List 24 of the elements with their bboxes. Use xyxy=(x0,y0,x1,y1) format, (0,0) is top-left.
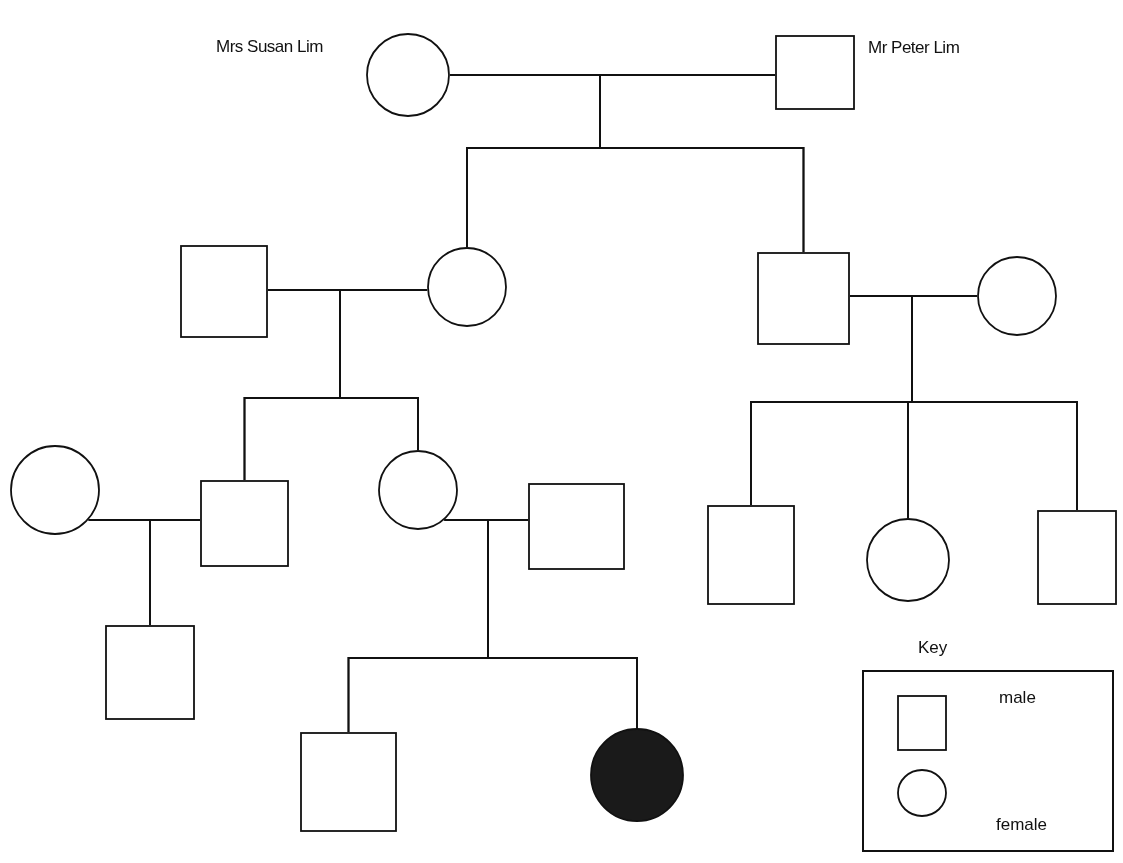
pedigree-line xyxy=(487,519,638,729)
female-symbol xyxy=(427,247,507,327)
female-symbol xyxy=(10,445,100,535)
male-symbol xyxy=(105,625,195,720)
male-symbol xyxy=(300,732,397,832)
person-name: Mr Peter Lim xyxy=(868,38,960,58)
affected-female-symbol xyxy=(590,728,684,822)
pedigree-line xyxy=(599,74,805,253)
legend-label: female xyxy=(996,815,1048,835)
male-symbol xyxy=(528,483,625,570)
legend-label: male xyxy=(999,688,1036,708)
male-symbol xyxy=(180,245,268,338)
male-symbol xyxy=(200,480,289,567)
female-symbol xyxy=(977,256,1057,336)
person-name: Mrs Susan Lim xyxy=(216,37,323,57)
pedigree-line xyxy=(149,519,201,626)
male-symbol xyxy=(1037,510,1117,605)
legend-title: Key xyxy=(918,638,948,658)
female-symbol xyxy=(866,518,950,602)
male-symbol xyxy=(757,252,850,345)
female-symbol xyxy=(378,450,458,530)
pedigree-line xyxy=(339,289,428,451)
male-symbol xyxy=(707,505,795,605)
pedigree-line xyxy=(911,295,1078,511)
